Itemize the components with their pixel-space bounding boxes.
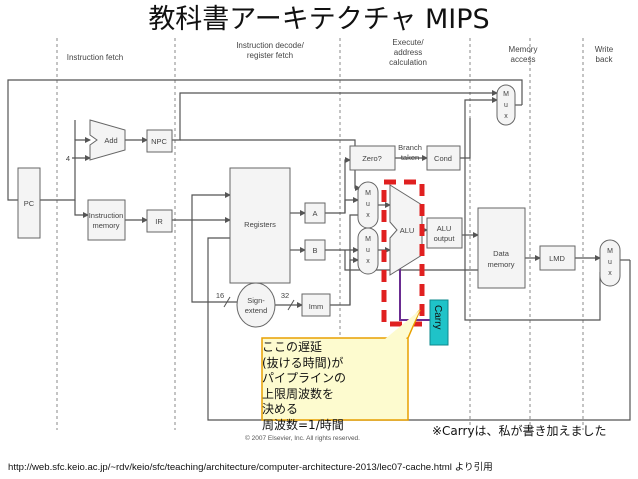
branch-label-1: Branch xyxy=(398,143,422,152)
lmd-register xyxy=(539,245,576,271)
critical-path-highlight xyxy=(381,179,425,327)
cond-register xyxy=(426,145,461,171)
mux-letter: M xyxy=(607,248,613,255)
callout-line: 周波数=1/時間 xyxy=(262,417,344,432)
author-note: ※Carryは、私が書き加えました xyxy=(432,424,607,438)
alu-mux-b xyxy=(357,227,379,275)
width-16-label: 16 xyxy=(216,291,224,300)
ir-register xyxy=(146,209,173,233)
mux-letter: x xyxy=(366,258,370,265)
alu-label: ALU xyxy=(400,226,415,235)
callout-line: ここの遅延 xyxy=(262,340,323,354)
ir-label: IR xyxy=(155,217,163,226)
a-label: A xyxy=(312,209,317,218)
pc-label: PC xyxy=(24,199,35,208)
b-label: B xyxy=(312,246,317,255)
stage-label-execute-1: Execute/ xyxy=(392,38,424,47)
callout-text: ここの遅延 (抜ける時間)が パイプラインの 上限周波数を 決める 周波数=1/… xyxy=(262,340,412,434)
sign-extend-label-1: Sign- xyxy=(247,296,265,305)
mux-letter: M xyxy=(365,236,371,243)
dmem-label-2: memory xyxy=(487,260,514,269)
imem-label-2: memory xyxy=(92,221,119,230)
zero-label: Zero? xyxy=(362,154,382,163)
add-label: Add xyxy=(104,136,117,145)
imm-register xyxy=(301,293,331,317)
stage-label-memory-2: access xyxy=(511,55,536,64)
branch-label-2: taken xyxy=(401,153,419,162)
stage-label-decode-2: register fetch xyxy=(247,51,293,60)
a-register xyxy=(304,202,326,224)
adder xyxy=(89,119,126,161)
datapath-wires xyxy=(7,79,631,421)
branch-mux xyxy=(496,84,516,126)
carry-wire xyxy=(399,255,430,321)
data-memory xyxy=(477,207,526,289)
zero-check xyxy=(349,145,396,171)
stage-label-writeback-2: back xyxy=(596,55,614,64)
imem-label-1: Instruction xyxy=(89,211,124,220)
callout-line: 決める xyxy=(262,402,299,417)
registers-label: Registers xyxy=(244,220,276,229)
mux-letter: u xyxy=(366,201,370,208)
alu-output-register xyxy=(426,217,463,249)
callout-line: (抜ける時間)が xyxy=(262,355,344,370)
copyright-text: © 2007 Elsevier, Inc. All rights reserve… xyxy=(245,434,360,442)
const-four-label: 4 xyxy=(66,154,70,163)
carry-box xyxy=(429,299,449,346)
alu-output-label-2: output xyxy=(434,234,456,243)
mux-letter: x xyxy=(366,212,370,219)
stage-label-writeback-1: Write xyxy=(595,45,614,54)
alu-output-label-1: ALU xyxy=(437,224,452,233)
writeback-mux xyxy=(599,239,621,287)
sign-extend xyxy=(236,282,276,328)
mux-letter: M xyxy=(503,91,509,98)
slide-title: 教科書アーキテクチャ MIPS xyxy=(148,4,490,35)
stage-label-execute-3: calculation xyxy=(389,58,427,67)
lmd-label: LMD xyxy=(549,254,565,263)
npc-label: NPC xyxy=(151,137,167,146)
imm-label: Imm xyxy=(309,302,324,311)
sign-extend-label-2: extend xyxy=(245,306,268,315)
carry-label: Carry xyxy=(432,305,443,329)
callout-line: パイプラインの xyxy=(262,371,347,386)
mux-letter: x xyxy=(608,270,612,277)
stage-label-fetch: Instruction fetch xyxy=(67,53,123,62)
npc-register xyxy=(146,129,173,153)
stage-label-decode-1: Instruction decode/ xyxy=(236,41,304,50)
instruction-memory xyxy=(87,199,126,241)
mux-letter: u xyxy=(608,259,612,266)
width-32-label: 32 xyxy=(281,291,289,300)
mux-letter: u xyxy=(504,102,508,109)
cond-label: Cond xyxy=(434,154,452,163)
stage-label-memory-1: Memory xyxy=(509,45,538,54)
mux-letter: u xyxy=(366,247,370,254)
mux-letter: x xyxy=(504,113,508,120)
stage-label-execute-2: address xyxy=(394,48,422,57)
mux-letter: M xyxy=(365,190,371,197)
register-file xyxy=(229,167,291,284)
b-register xyxy=(304,239,326,261)
dmem-label-1: Data xyxy=(493,249,510,258)
pc-register xyxy=(17,167,41,239)
callout-line: 上限周波数を xyxy=(262,386,335,401)
source-citation: http://web.sfc.keio.ac.jp/~rdv/keio/sfc/… xyxy=(8,462,493,473)
